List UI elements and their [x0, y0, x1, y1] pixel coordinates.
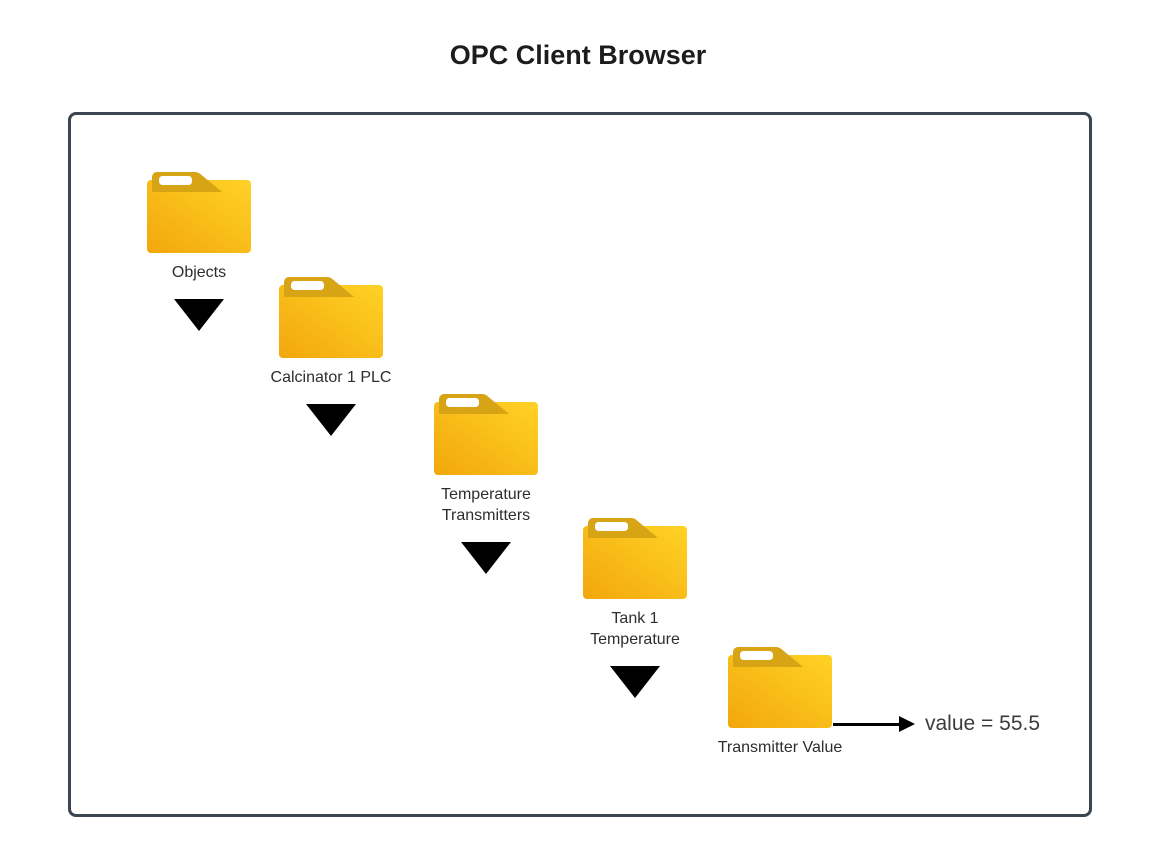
page-title: OPC Client Browser — [449, 40, 707, 70]
tree-node-tank-1-temperature: Tank 1 Temperature — [555, 514, 715, 698]
folder-label: Calcinator 1 PLC — [270, 369, 392, 386]
tree-node-calcinator-1-plc: Calcinator 1 PLC — [251, 273, 411, 436]
folder-icon[interactable] — [278, 273, 384, 359]
folder-icon[interactable] — [727, 643, 833, 729]
tree-node-transmitter-value: Transmitter Value — [700, 643, 860, 758]
browser-panel: Objects Calcinator 1 PLC Temperature Tra… — [68, 112, 1092, 817]
value-arrow-line — [833, 723, 899, 726]
folder-label: Transmitter Value — [717, 739, 843, 756]
folder-label: Tank 1 Temperature — [590, 610, 680, 648]
tree-node-temperature-transmitters: Temperature Transmitters — [406, 390, 566, 574]
folder-label: Objects — [171, 264, 227, 281]
folder-label: Temperature Transmitters — [441, 486, 531, 524]
value-annotation: value = 55.5 — [925, 712, 1041, 735]
expand-triangle-icon — [610, 666, 660, 698]
folder-icon[interactable] — [433, 390, 539, 476]
value-arrow-head-icon — [899, 716, 915, 732]
tree-node-objects: Objects — [119, 168, 279, 331]
expand-triangle-icon — [174, 299, 224, 331]
folder-icon[interactable] — [582, 514, 688, 600]
folder-icon[interactable] — [146, 168, 252, 254]
expand-triangle-icon — [306, 404, 356, 436]
expand-triangle-icon — [461, 542, 511, 574]
